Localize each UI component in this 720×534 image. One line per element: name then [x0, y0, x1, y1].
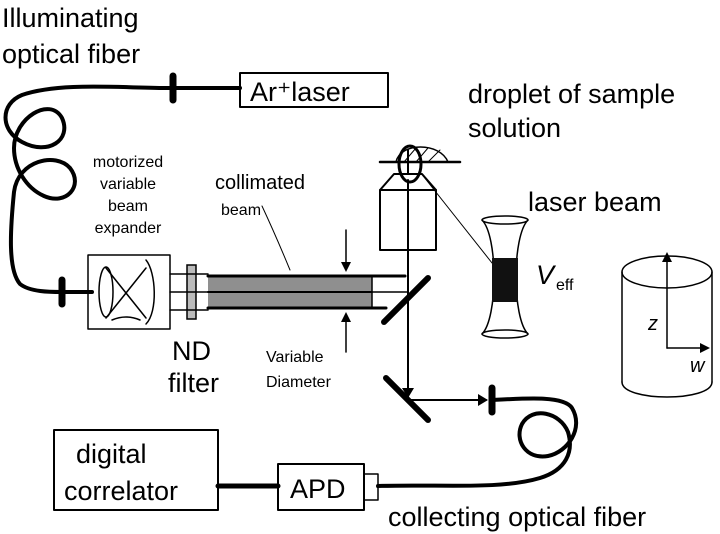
sample-droplet: [378, 144, 497, 269]
axis-w-label: w: [690, 355, 706, 377]
collecting-fiber: [376, 384, 579, 488]
expander-label-1: motorized: [93, 154, 163, 171]
cylinder-axes: [621, 252, 713, 398]
veff-subscript: eff: [556, 277, 574, 294]
axis-z-label: z: [647, 313, 658, 335]
ar-laser-label: Ar⁺laser: [250, 77, 350, 107]
collimated-label-1: collimated: [215, 172, 305, 194]
correlator-label-1: digital: [76, 439, 147, 469]
laser-beam-label: laser beam: [528, 187, 662, 217]
variable-diameter-label-2: Diameter: [266, 374, 332, 391]
variable-diameter-arrows: [341, 229, 351, 353]
collecting-fiber-label: collecting optical fiber: [388, 502, 646, 532]
laser-beam-profile: [481, 215, 529, 339]
variable-diameter-label-1: Variable: [266, 349, 324, 366]
expander-label-4: expander: [95, 220, 162, 237]
illuminating-fiber-label-2: optical fiber: [2, 39, 140, 69]
folding-mirror: [383, 375, 431, 423]
illuminating-fiber: [3, 72, 242, 308]
correlator-label-2: correlator: [64, 476, 178, 506]
collimated-label-2: beam: [221, 202, 261, 219]
collimated-beam: [169, 205, 409, 311]
expander-label-2: variable: [100, 176, 156, 193]
nd-filter-label-2: filter: [168, 368, 219, 398]
illuminating-fiber-label-1: Illuminating: [2, 3, 139, 33]
veff-label: V: [536, 260, 557, 290]
correlator-box: [53, 429, 219, 511]
dichroic-mirror: [381, 275, 431, 325]
droplet-label-1: droplet of sample: [468, 79, 675, 109]
apd-label: APD: [290, 474, 346, 504]
expander-label-3: beam: [108, 198, 148, 215]
beam-expander: [87, 254, 171, 330]
droplet-label-2: solution: [468, 113, 561, 143]
nd-filter-label-1: ND: [172, 336, 211, 366]
ar-laser-box: [239, 72, 389, 108]
apd-window: [363, 473, 379, 501]
